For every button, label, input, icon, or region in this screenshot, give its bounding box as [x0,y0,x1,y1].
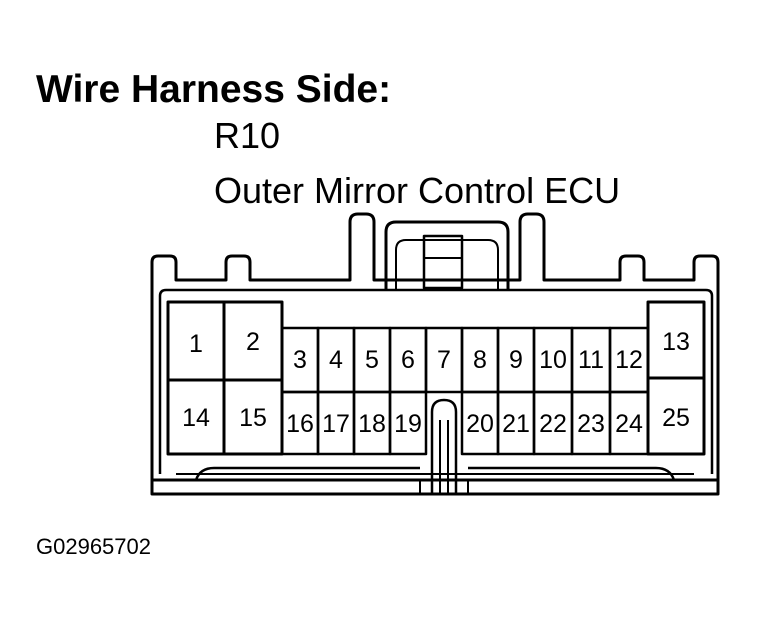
base-inner-rail [194,466,676,481]
terminal-label-24: 24 [615,410,643,438]
terminal-label-25: 25 [662,404,690,432]
figure-id: G02965702 [36,534,151,559]
small-bottom-row [280,390,650,456]
terminal-label-23: 23 [577,410,605,438]
terminal-label-9: 9 [509,346,523,374]
terminal-label-5: 5 [365,346,379,374]
lock-latch-inner [395,239,499,290]
terminal-label-19: 19 [394,410,422,438]
terminal-label-6: 6 [401,346,415,374]
terminal-label-14: 14 [182,404,210,432]
terminal-label-17: 17 [322,410,350,438]
connector-housing [150,212,720,480]
terminal-label-13: 13 [662,328,690,356]
terminal-label-20: 20 [466,410,494,438]
connector-code: R10 [214,115,281,156]
terminal-label-3: 3 [293,346,307,374]
terminal-label-11: 11 [578,346,604,374]
connector-base [150,478,720,496]
terminal-label-1: 1 [189,330,203,358]
terminal-label-2: 2 [246,328,260,356]
terminal-label-16: 16 [286,410,314,438]
lock-tab [422,234,464,290]
key-slot [430,398,458,494]
terminal-label-22: 22 [539,410,567,438]
lock-latch [384,220,510,290]
terminal-label-8: 8 [473,346,487,374]
terminal-label-7: 7 [437,346,451,374]
housing-inner-wall [158,288,714,474]
terminal-label-10: 10 [539,346,567,374]
terminal-label-21: 21 [502,410,530,438]
terminal-label-12: 12 [615,346,643,374]
harness-side-heading: Wire Harness Side: [36,68,392,111]
terminal-label-4: 4 [329,346,343,374]
terminal-label-15: 15 [239,404,267,432]
component-name: Outer Mirror Control ECU [214,170,621,211]
terminal-label-18: 18 [358,410,386,438]
